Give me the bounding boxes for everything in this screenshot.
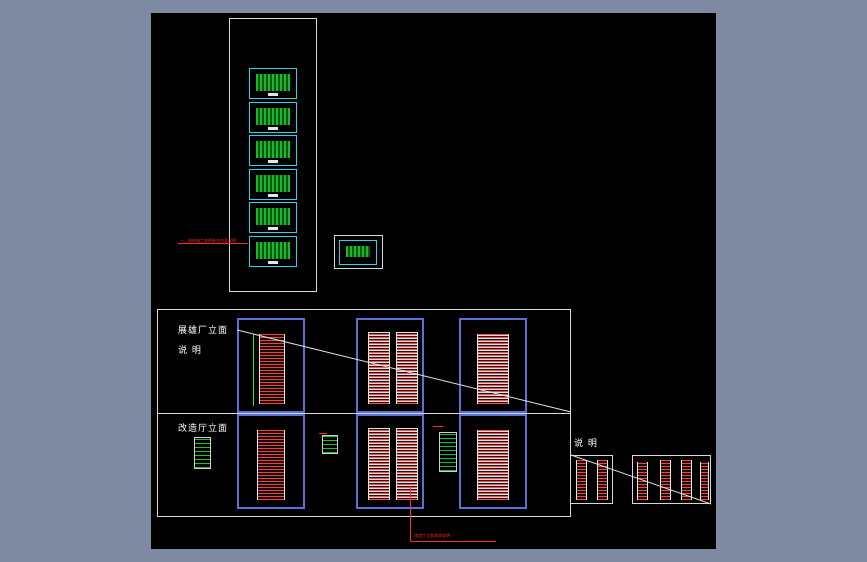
elevation-sheet-6[interactable] — [459, 414, 527, 509]
detail-frame[interactable] — [334, 235, 383, 269]
elevation-building-2a — [368, 332, 390, 404]
right-elevation-3 — [637, 462, 648, 500]
elevation-sheet-1[interactable] — [237, 318, 305, 413]
right-elevation-5 — [681, 460, 692, 500]
elevation-sheet-4[interactable] — [237, 414, 305, 509]
floor-plan-4[interactable] — [249, 169, 297, 200]
floor-plan-2[interactable] — [249, 102, 297, 133]
legend-table-3[interactable] — [439, 432, 457, 472]
elevation-building-3 — [477, 334, 509, 404]
right-elevation-1 — [576, 460, 587, 500]
detail-plan[interactable] — [339, 240, 377, 265]
legend-marker-2 — [319, 433, 327, 434]
elevation-building-5b — [396, 428, 418, 500]
side-elevation-title: 改造厅立面 — [178, 424, 229, 434]
right-note-title: 说 明 — [574, 439, 598, 449]
front-elevation-note: 说 明 — [178, 346, 202, 356]
bottom-callout-leader-h — [410, 541, 496, 542]
plan-callout-leader — [178, 243, 248, 244]
bottom-callout-text: 改造厅立面改造说明 — [414, 533, 450, 538]
front-elevation-title: 展雄厂立面 — [178, 326, 229, 336]
elevation-sheet-3[interactable] — [459, 318, 527, 413]
elevation-sheet-2[interactable] — [356, 318, 424, 413]
elevation-building-5a — [368, 428, 390, 500]
bottom-callout-leader-v — [410, 486, 411, 542]
floor-plan-3[interactable] — [249, 135, 297, 166]
legend-marker-3 — [433, 426, 443, 427]
elevation-building-1 — [259, 334, 285, 404]
floor-plan-1[interactable] — [249, 68, 297, 99]
elevation-building-2b — [396, 332, 418, 404]
grid-axis — [253, 334, 254, 406]
elevation-divider — [157, 413, 571, 414]
floor-plan-5[interactable] — [249, 202, 297, 233]
legend-table-1[interactable] — [194, 437, 211, 469]
legend-table-2[interactable] — [322, 435, 338, 454]
floor-plan-frame[interactable] — [229, 18, 317, 292]
elevation-building-6 — [477, 430, 509, 500]
right-elevation-4 — [660, 460, 671, 500]
right-elevation-6 — [700, 462, 709, 500]
plan-callout-text: 一、结构施工说明补充内容说明 — [180, 238, 236, 243]
right-elevation-2 — [597, 460, 608, 500]
elevation-sheet-5[interactable] — [356, 414, 424, 509]
floor-plan-6[interactable] — [249, 236, 297, 267]
elevation-building-4 — [257, 430, 285, 500]
